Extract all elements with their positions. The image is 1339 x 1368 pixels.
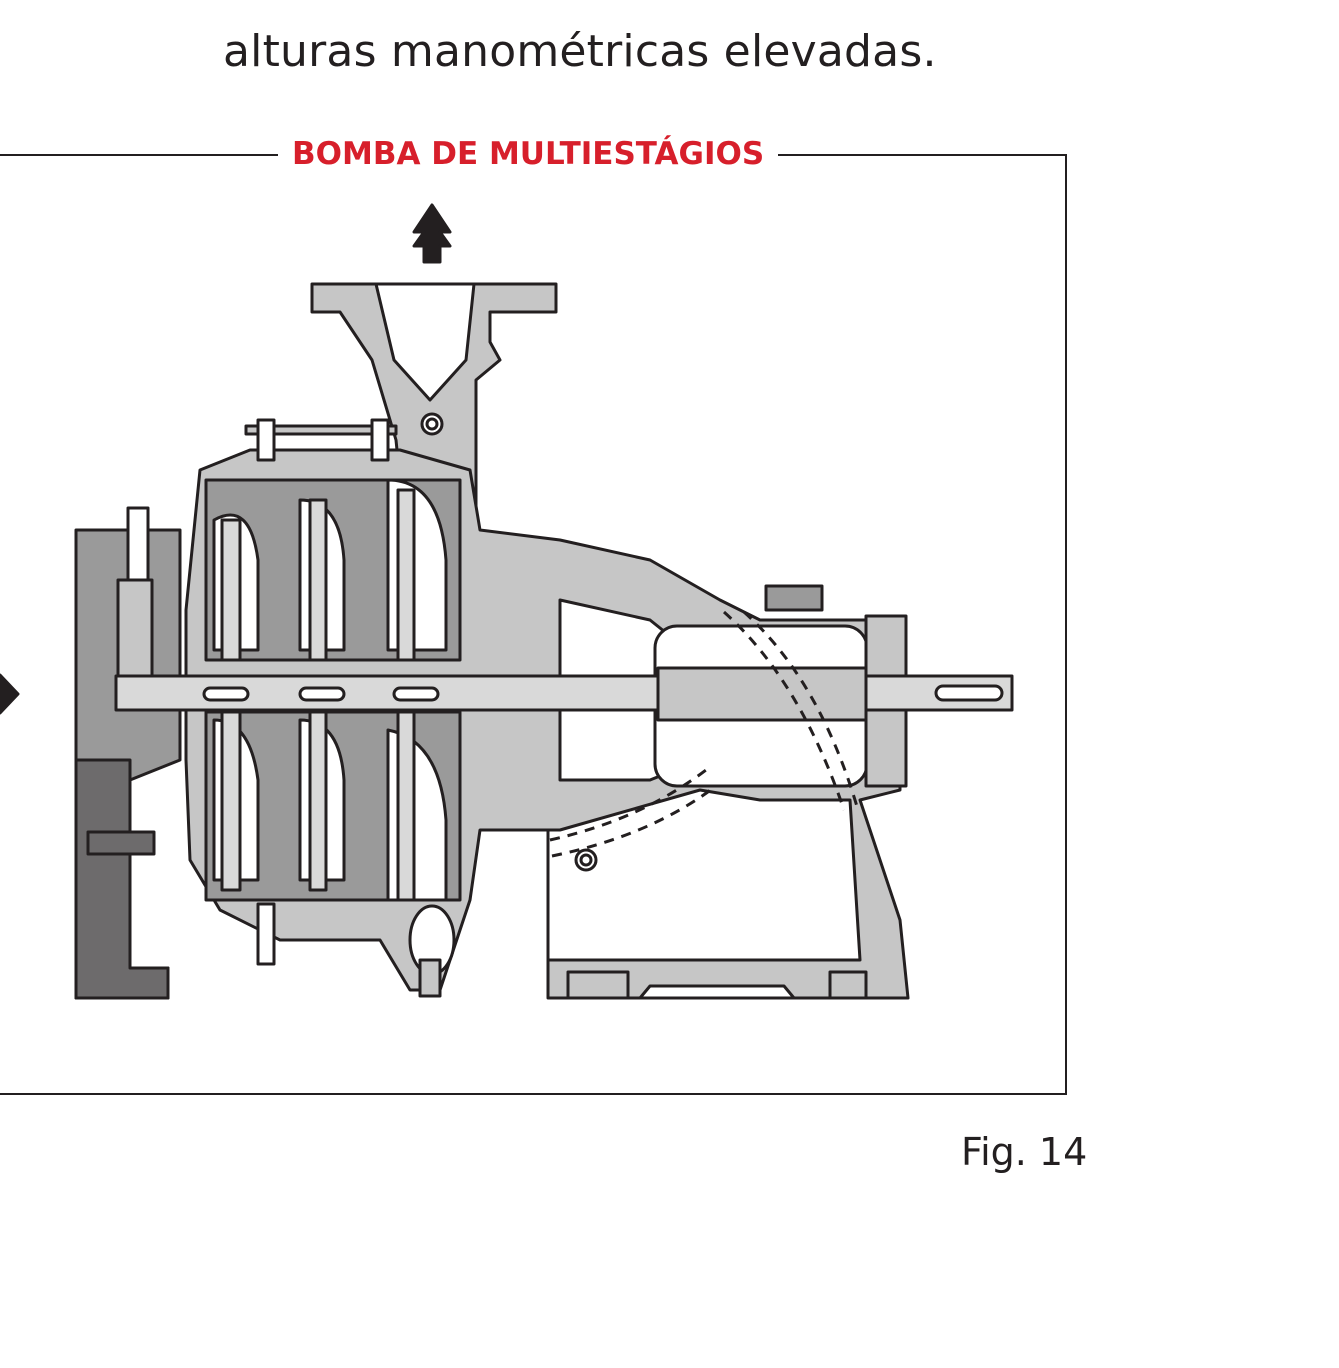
pump-shaft xyxy=(114,674,1014,712)
body-text-line: alturas manométricas elevadas. xyxy=(223,26,937,77)
suction-arrow-icon xyxy=(0,673,20,715)
discharge-arrow-icon xyxy=(412,203,452,264)
discharge-flange xyxy=(310,282,558,522)
figure-title: BOMBA DE MULTIESTÁGIOS xyxy=(278,136,779,172)
multistage-pump-diagram xyxy=(0,203,1014,1000)
figure-caption: Fig. 14 xyxy=(961,1130,1088,1174)
